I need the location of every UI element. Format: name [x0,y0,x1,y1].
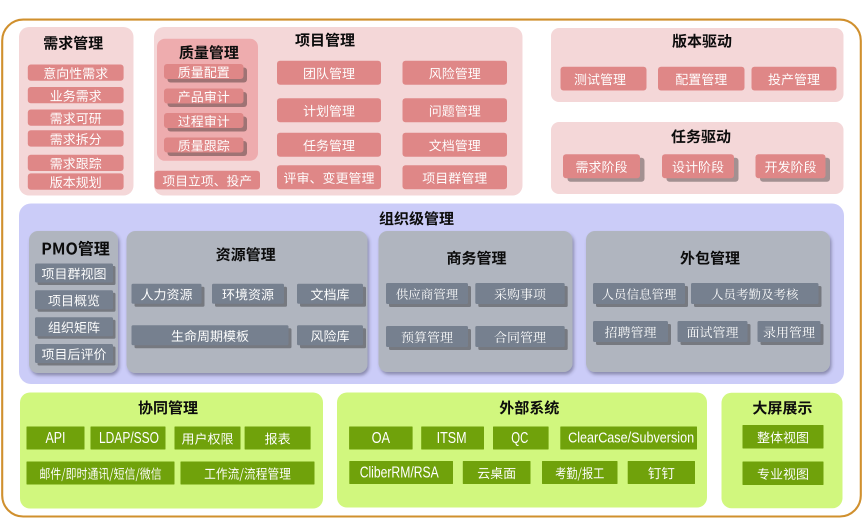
svg-text:ITSM: ITSM [437,430,467,447]
svg-text:OA: OA [372,430,391,447]
svg-text:QC: QC [511,430,528,447]
svg-text:ClearCase/Subversion: ClearCase/Subversion [568,430,694,446]
svg-text:API: API [46,430,66,447]
svg-text:LDAP/SSO: LDAP/SSO [99,430,159,447]
svg-text:CliberRM/RSA: CliberRM/RSA [360,464,439,481]
